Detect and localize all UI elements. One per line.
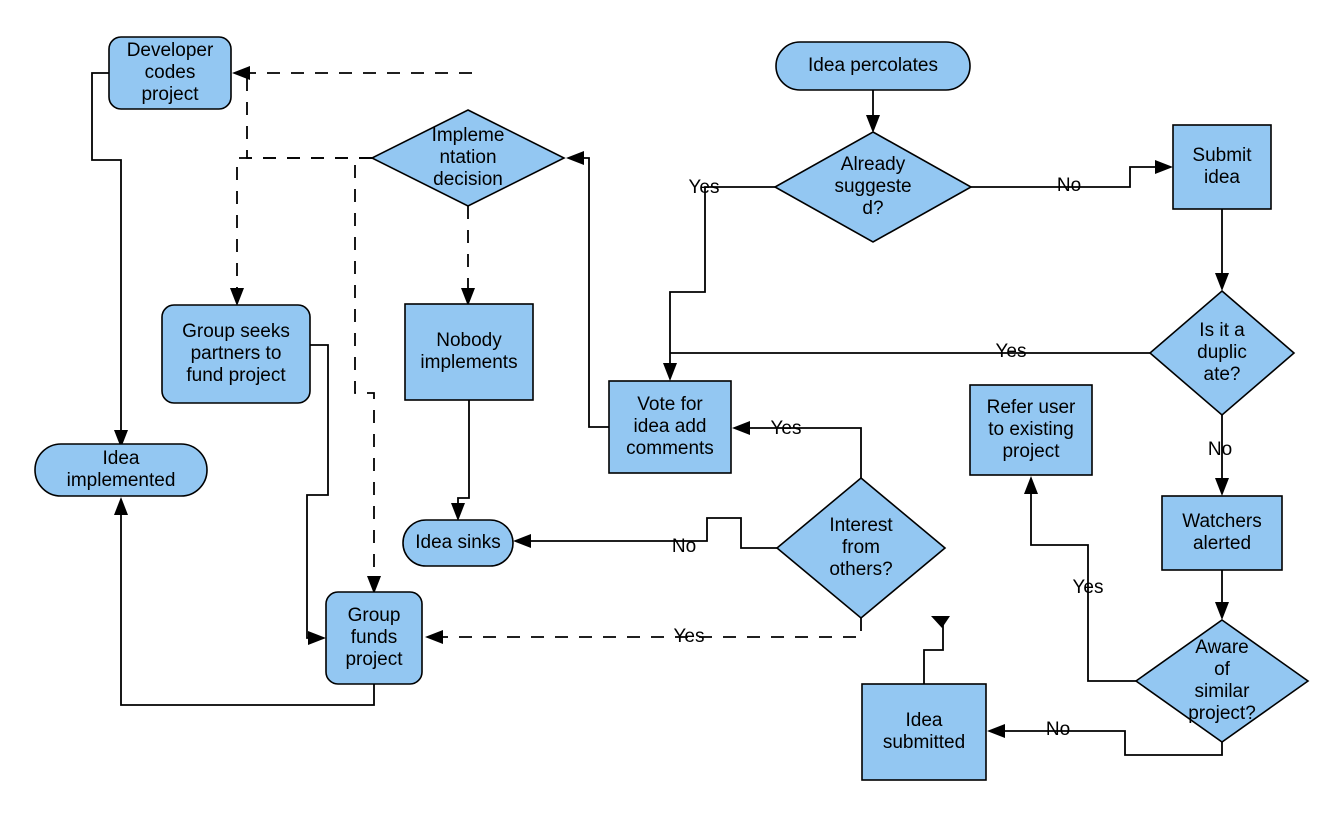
node-shape-idea-submitted[interactable] [861, 683, 987, 781]
arrow-percolates-to-already-suggested [866, 115, 880, 133]
label-yes-already-suggested: Yes [689, 177, 720, 198]
label-no-interest: No [672, 536, 696, 557]
node-shape-idea-percolates[interactable] [775, 41, 971, 91]
node-shape-group-seeks-partners-to-fund-project[interactable] [161, 304, 311, 404]
node-shape-aware-of-similar-project[interactable] [1134, 619, 1310, 743]
edge-nobody-to-idea-sinks [457, 400, 470, 511]
node-shape-is-it-a-duplicate[interactable] [1148, 289, 1296, 417]
edge-interest-no-to-idea-sinks [524, 517, 777, 549]
node-shape-already-suggested[interactable] [773, 131, 973, 243]
node-shape-developer-codes-project[interactable] [108, 36, 232, 110]
arrow-nobody-to-idea-sinks [451, 503, 465, 521]
arrow-submit-to-duplicate [1215, 273, 1229, 291]
arrow-developer-to-idea-implemented [114, 430, 128, 448]
arrow-aware-yes-to-refer [1024, 476, 1038, 494]
edge-aware-yes-to-refer [1030, 487, 1136, 682]
node-shape-vote-for-idea-add-comments[interactable] [608, 380, 732, 474]
arrow-interest-no-to-idea-sinks [513, 534, 531, 548]
edge-interest-yes-to-vote [743, 427, 862, 478]
edge-implementation-to-group-seeks [236, 157, 372, 295]
arrow-group-funds-to-idea-implemented [114, 497, 128, 515]
node-label-idea-percolates: Idea percolates [808, 55, 938, 76]
node-shape-idea-implemented[interactable] [34, 443, 208, 497]
label-yes-aware: Yes [1073, 577, 1104, 598]
node-shape-nobody-implements[interactable] [404, 303, 534, 401]
arrow-implementation-to-nobody [461, 288, 475, 306]
node-idea-sinks[interactable]: Idea sinks [402, 519, 514, 567]
arrow-already-suggested-no-to-submit [1155, 160, 1173, 174]
arrow-interest-yes-to-group-funds [425, 630, 443, 644]
label-yes-interest-funds: Yes [674, 626, 705, 647]
edge-developer-to-idea-implemented [91, 72, 122, 438]
node-shape-submit-idea[interactable] [1172, 124, 1272, 210]
label-yes-interest: Yes [771, 418, 802, 439]
edge-already-suggested-yes-to-vote [669, 186, 775, 370]
node-shape-idea-sinks[interactable] [402, 519, 514, 567]
node-shape-watchers-alerted[interactable] [1161, 495, 1283, 571]
arrow-interest-yes-to-vote [732, 421, 750, 435]
node-label-idea-sinks: Idea sinks [415, 532, 501, 553]
edge-implementation-to-developer [246, 72, 372, 159]
label-no-already-suggested: No [1057, 175, 1081, 196]
edge-implementation-to-group-funds [354, 157, 375, 584]
edge-idea-submitted-to-interest [923, 625, 944, 684]
node-shape-refer-user-to-existing-project[interactable] [969, 384, 1093, 476]
arrow-implementation-to-developer [232, 66, 250, 80]
node-idea-percolates[interactable]: Idea percolates [775, 41, 971, 91]
arrow-duplicate-no-to-watchers [1215, 478, 1229, 496]
arrow-watchers-to-aware [1215, 602, 1229, 620]
edge-already-suggested-no-to-submit [971, 166, 1162, 188]
arrow-implementation-to-group-funds [367, 576, 381, 594]
edges-layer [91, 66, 1229, 756]
label-no-duplicate: No [1208, 439, 1232, 460]
node-shape-group-funds-project[interactable] [325, 591, 423, 685]
label-yes-duplicate: Yes [996, 341, 1027, 362]
arrow-already-suggested-yes-to-vote [663, 363, 677, 381]
arrow-aware-no-to-idea-submitted [987, 724, 1005, 738]
arrow-group-seeks-to-group-funds [308, 631, 326, 645]
node-shape-interest-from-others[interactable] [775, 476, 947, 620]
label-no-aware: No [1046, 719, 1070, 740]
edge-interest-yes-to-group-funds [436, 618, 862, 638]
edge-vote-to-implementation [578, 157, 609, 428]
node-shape-implementation-decision[interactable] [370, 109, 566, 207]
arrow-implementation-to-group-seeks [230, 288, 244, 306]
edge-group-funds-to-idea-implemented [120, 508, 375, 706]
edge-aware-no-to-idea-submitted [998, 730, 1223, 756]
arrow-idea-submitted-to-interest [931, 616, 950, 628]
arrow-vote-to-implementation [566, 151, 584, 165]
